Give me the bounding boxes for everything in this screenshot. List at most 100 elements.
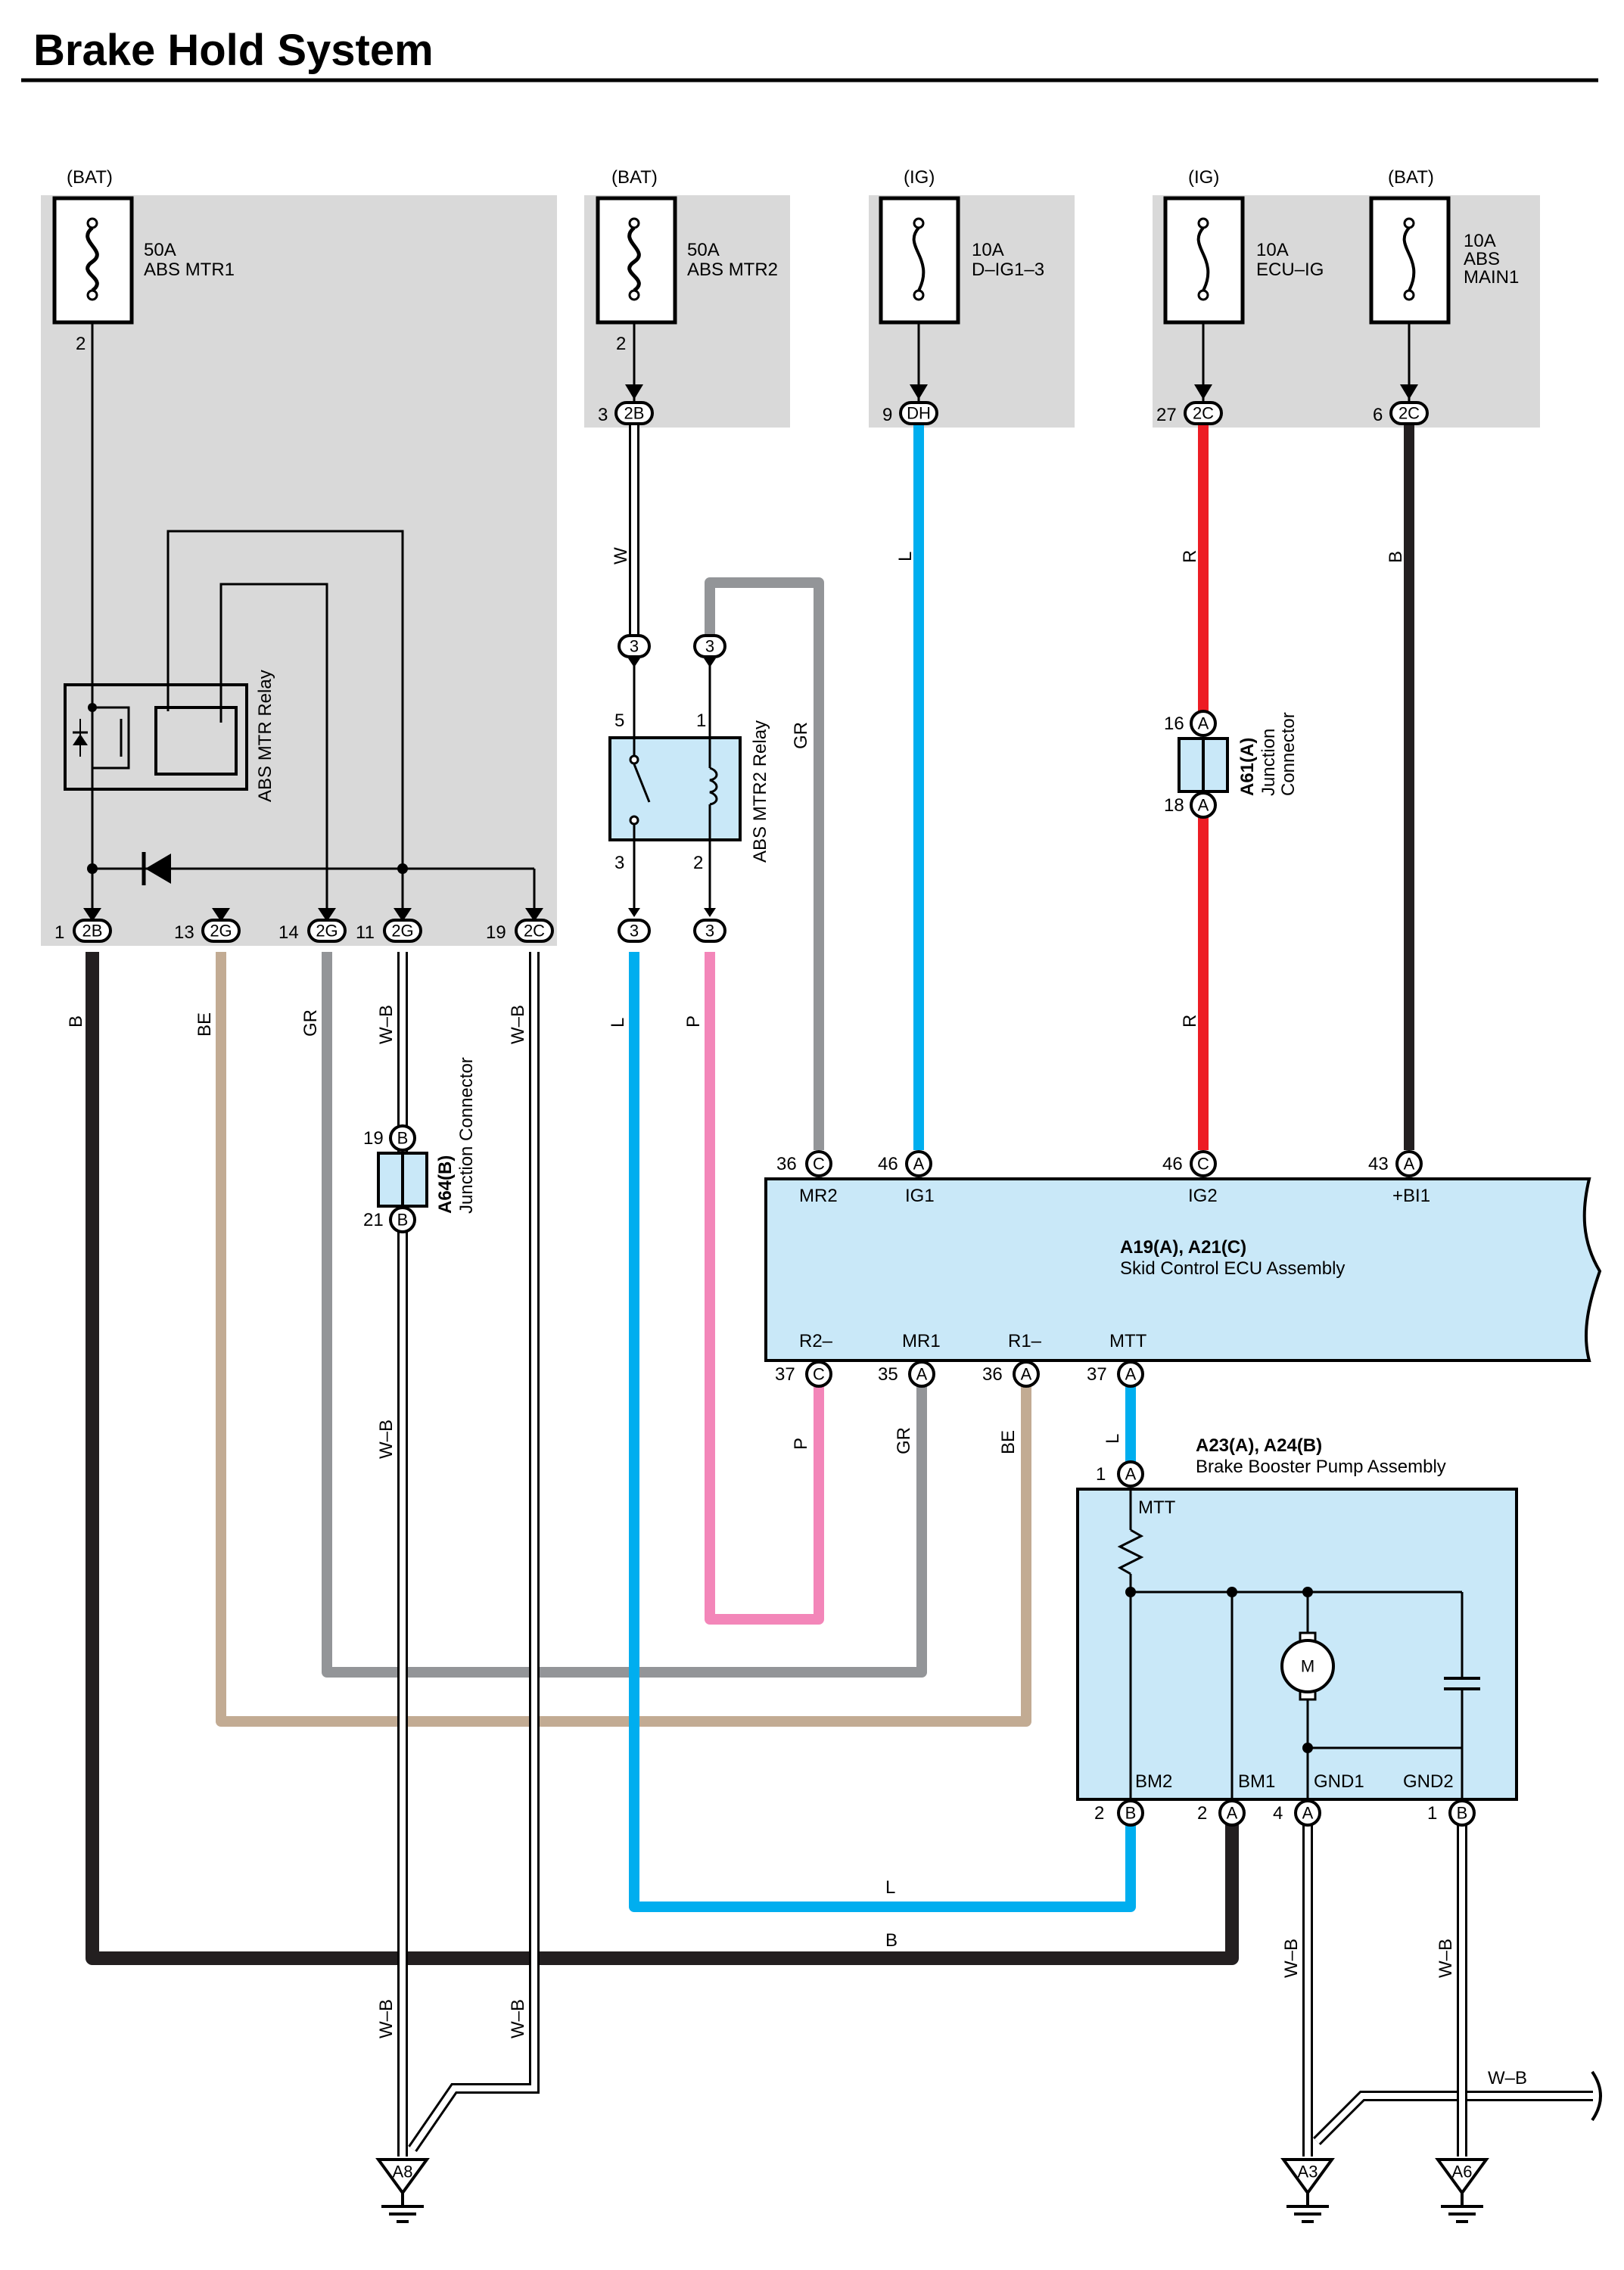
ground-a3: A3 <box>1282 2158 1333 2223</box>
power-source-label: (BAT) <box>1388 167 1434 188</box>
svg-text:46: 46 <box>878 1154 898 1174</box>
fuse-ecu-ig: 10A ECU–IG <box>1163 196 1324 325</box>
svg-text:GR: GR <box>894 1427 914 1454</box>
left-box-connectors: 2B 1 2G 13 2G 14 2G 11 2C 19 <box>54 908 554 943</box>
junction-connector-a64: B 19 B 21 A64(B) Junction Connector <box>363 1057 477 1233</box>
svg-text:35: 35 <box>878 1364 898 1385</box>
svg-text:ABS MTR2 Relay: ABS MTR2 Relay <box>750 720 770 863</box>
svg-text:W–B: W–B <box>376 1420 397 1459</box>
svg-text:A: A <box>916 1365 928 1384</box>
svg-text:1: 1 <box>1096 1464 1106 1485</box>
svg-text:Connector: Connector <box>1278 712 1299 796</box>
svg-text:IG2: IG2 <box>1188 1186 1218 1206</box>
svg-text:A: A <box>1125 1365 1137 1384</box>
svg-text:21: 21 <box>363 1210 384 1230</box>
svg-text:C: C <box>813 1155 825 1174</box>
power-source-label: (BAT) <box>611 167 658 188</box>
wire-gr <box>322 952 927 1678</box>
svg-text:Brake Booster Pump Assembly: Brake Booster Pump Assembly <box>1196 1457 1446 1477</box>
svg-text:A61(A): A61(A) <box>1237 738 1258 796</box>
svg-text:36: 36 <box>982 1364 1003 1385</box>
svg-text:GND1: GND1 <box>1314 1771 1364 1792</box>
fuse-abs-mtr1: 50A ABS MTR1 2 <box>52 196 235 354</box>
svg-text:10A: 10A <box>972 240 1004 260</box>
connector-relay-mtr2: 3 3 3 3 <box>618 634 726 943</box>
connector-2c-pin27: 2C 27 <box>1156 384 1223 425</box>
svg-text:W–B: W–B <box>1488 2068 1527 2088</box>
svg-text:A8: A8 <box>393 2163 413 2181</box>
svg-text:16: 16 <box>1164 714 1184 734</box>
svg-text:A: A <box>1227 1804 1238 1823</box>
connector-2c-pin6: 2C 6 <box>1373 384 1429 425</box>
svg-text:GR: GR <box>300 1009 321 1037</box>
svg-text:L: L <box>1103 1434 1123 1444</box>
fuse-d-ig1-3: 10A D–IG1–3 <box>879 196 1044 325</box>
svg-text:R: R <box>1180 1015 1200 1028</box>
svg-text:A: A <box>1198 714 1209 733</box>
wire-continuation-break <box>1591 2070 1602 2122</box>
connector-dh-pin9: DH 9 <box>882 384 938 425</box>
fuse-abs-mtr2: 50A ABS MTR2 2 <box>596 196 778 354</box>
svg-text:BE: BE <box>998 1430 1019 1454</box>
svg-text:W–B: W–B <box>1436 1939 1456 1978</box>
svg-text:5: 5 <box>614 711 624 731</box>
svg-text:3: 3 <box>705 637 714 656</box>
svg-text:MTT: MTT <box>1109 1331 1147 1351</box>
power-source-label: (BAT) <box>67 167 113 188</box>
page-title: Brake Hold System <box>33 26 434 75</box>
svg-text:GND2: GND2 <box>1403 1771 1454 1792</box>
svg-text:MAIN1: MAIN1 <box>1464 267 1519 288</box>
svg-text:A64(B): A64(B) <box>435 1155 456 1214</box>
svg-text:37: 37 <box>775 1364 795 1385</box>
svg-text:P: P <box>791 1438 811 1450</box>
svg-text:W: W <box>611 547 631 564</box>
wire-color-labels: W L R B GR B BE GR W–B W–B L P R W–B P G… <box>66 547 1527 2088</box>
svg-text:37: 37 <box>1087 1364 1107 1385</box>
diode-icon <box>142 852 171 885</box>
ecu-top-pins: C 36 MR2 A 46 IG1 C 46 IG2 A 43 +BI1 <box>776 1150 1430 1206</box>
wire-l-bm2 <box>629 952 1136 1912</box>
svg-text:C: C <box>1197 1155 1209 1174</box>
svg-text:2: 2 <box>616 334 626 354</box>
motor-icon <box>1280 1639 1335 1693</box>
svg-text:C: C <box>813 1365 825 1384</box>
svg-text:2C: 2C <box>524 922 545 941</box>
svg-text:A: A <box>1125 1465 1137 1484</box>
svg-text:18: 18 <box>1164 795 1184 816</box>
svg-text:19: 19 <box>363 1128 384 1149</box>
svg-text:1: 1 <box>696 711 706 731</box>
svg-text:MR1: MR1 <box>902 1331 941 1351</box>
svg-text:W–B: W–B <box>376 1005 397 1044</box>
ground-a8: A8 <box>377 2158 428 2223</box>
svg-text:46: 46 <box>1162 1154 1183 1174</box>
svg-text:MR2: MR2 <box>799 1186 838 1206</box>
svg-text:ECU–IG: ECU–IG <box>1256 260 1324 280</box>
svg-text:IG1: IG1 <box>905 1186 935 1206</box>
svg-text:A: A <box>1198 796 1209 815</box>
svg-text:+BI1: +BI1 <box>1392 1186 1430 1206</box>
pump-bottom-pins: B 2 A 2 A 4 B 1 <box>1094 1799 1476 1827</box>
svg-text:Junction: Junction <box>1258 729 1279 796</box>
wire-be <box>216 952 1031 1727</box>
svg-text:9: 9 <box>882 405 892 425</box>
svg-text:2: 2 <box>76 334 86 354</box>
svg-text:2: 2 <box>693 853 703 873</box>
svg-text:ABS MTR Relay: ABS MTR Relay <box>255 670 275 802</box>
svg-text:D–IG1–3: D–IG1–3 <box>972 260 1044 280</box>
svg-text:1: 1 <box>1427 1803 1437 1824</box>
svg-text:A: A <box>1404 1155 1415 1174</box>
power-source-label: (IG) <box>904 167 935 188</box>
connector-2b-pin3: 2B 3 <box>598 384 654 425</box>
svg-text:Skid Control ECU Assembly: Skid Control ECU Assembly <box>1120 1258 1345 1279</box>
svg-text:10A: 10A <box>1256 240 1289 260</box>
svg-text:L: L <box>608 1018 628 1028</box>
svg-text:2: 2 <box>1197 1803 1207 1824</box>
svg-text:W–B: W–B <box>508 1999 528 2038</box>
svg-text:50A: 50A <box>144 240 176 260</box>
svg-text:11: 11 <box>356 922 375 943</box>
brake-booster-pump: A23(A), A24(B) Brake Booster Pump Assemb… <box>1076 1435 1518 1801</box>
svg-text:2C: 2C <box>1398 404 1420 423</box>
svg-text:GR: GR <box>791 722 811 749</box>
svg-text:MTT: MTT <box>1138 1497 1176 1518</box>
